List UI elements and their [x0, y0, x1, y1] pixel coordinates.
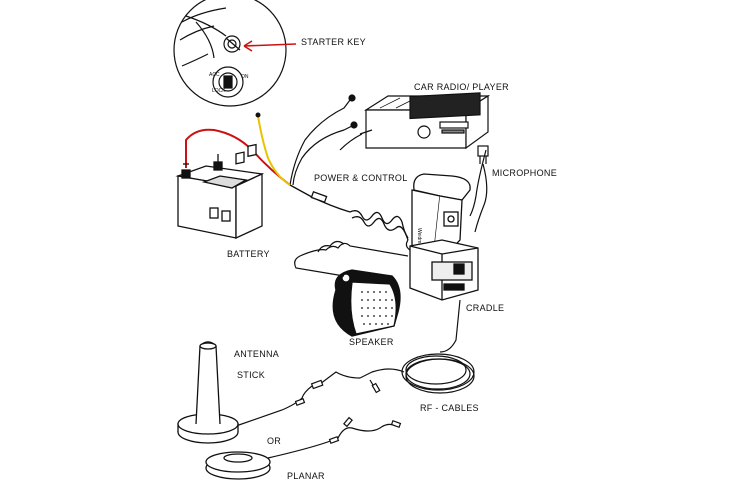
power-wire-yellow	[257, 115, 291, 186]
label-car-radio: CAR RADIO/ PLAYER	[414, 82, 509, 92]
cradle-unit: Weidmüller	[409, 173, 479, 301]
label-speaker: SPEAKER	[349, 337, 394, 347]
label-power-control: POWER & CONTROL	[314, 173, 408, 183]
key-dial-icon: ACC LOCK ON	[209, 66, 249, 98]
label-antenna: ANTENNA	[234, 349, 280, 359]
svg-text:LOCK: LOCK	[212, 88, 226, 94]
rf-cable-coil	[359, 299, 475, 394]
battery-unit	[175, 143, 265, 240]
planar-antenna	[205, 451, 271, 480]
label-stick: STICK	[237, 370, 266, 380]
label-starter-key: STARTER KEY	[301, 37, 366, 47]
label-battery: BATTERY	[227, 249, 270, 259]
speaker-unit	[332, 269, 401, 337]
label-cradle: CRADLE	[466, 303, 505, 313]
car-radio-unit	[359, 92, 491, 150]
antenna-cables	[235, 371, 402, 459]
power-wire-red	[185, 128, 291, 186]
microphone-icon	[474, 145, 489, 233]
main-harness	[289, 184, 409, 241]
speaker-cable	[294, 242, 409, 277]
starter-key-inset: ACC LOCK ON	[173, 0, 297, 107]
cradle-harness	[405, 149, 487, 251]
svg-text:ACC: ACC	[209, 72, 220, 78]
label-or: OR	[267, 436, 282, 446]
svg-text:ON: ON	[241, 74, 249, 80]
label-planar: PLANAR	[287, 471, 325, 481]
power-control-cables	[289, 94, 363, 186]
label-microphone: MICROPHONE	[492, 168, 558, 178]
stick-antenna	[177, 341, 239, 444]
svg-text:Weidmüller: Weidmüller	[416, 228, 422, 253]
label-rf-cables: RF - CABLES	[420, 403, 479, 413]
negative-terminal-icon	[213, 154, 223, 171]
positive-terminal-icon	[181, 160, 191, 179]
ignition-slot-icon	[223, 35, 241, 53]
